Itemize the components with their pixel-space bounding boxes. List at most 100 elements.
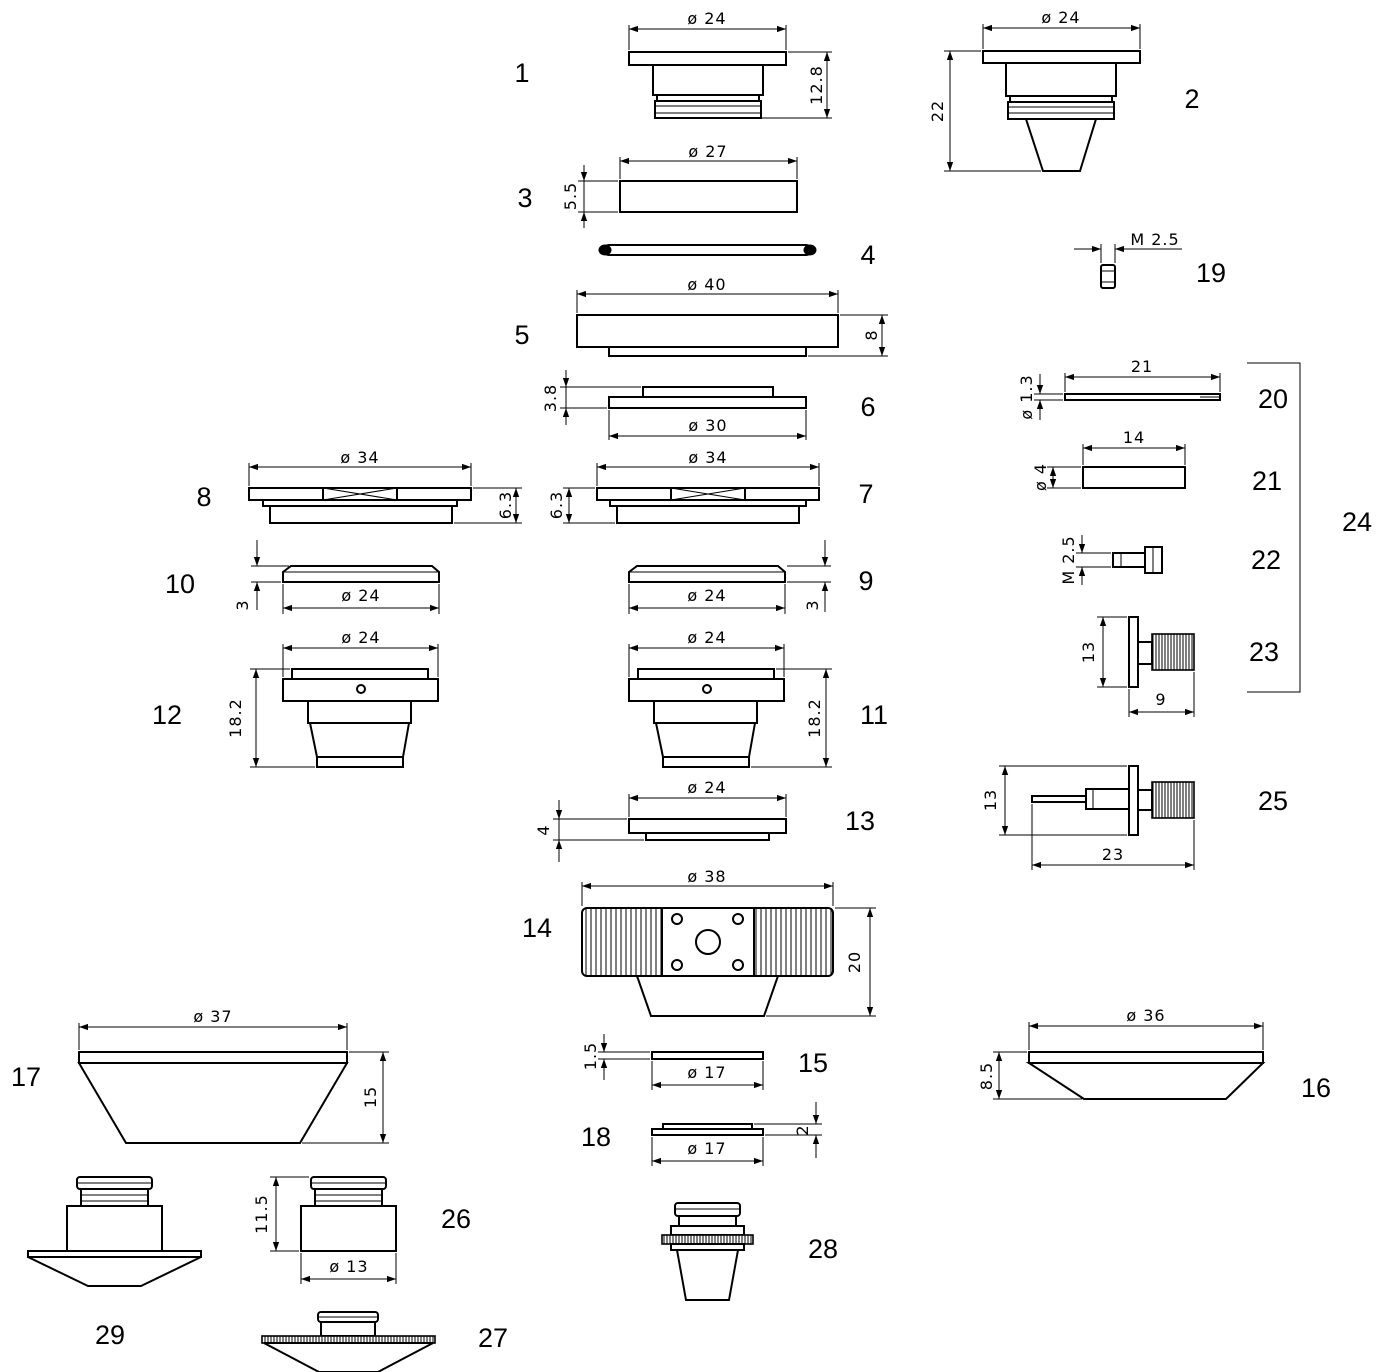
part-label-6: 6 xyxy=(860,392,875,422)
part-8-diameter: ø 34 xyxy=(340,448,379,467)
part-4 xyxy=(598,244,817,256)
part-3-height: 5.5 xyxy=(561,182,580,210)
part-3: ø 27 5.5 xyxy=(561,142,798,228)
part-21-length: 14 xyxy=(1123,428,1145,447)
part-1-diameter: ø 24 xyxy=(687,9,726,28)
part-label-14: 14 xyxy=(522,913,552,943)
set-24-bracket xyxy=(1247,362,1301,693)
part-20-diameter: ø 1.3 xyxy=(1017,374,1036,419)
part-25-width: 23 xyxy=(1102,845,1124,864)
part-26-height: 11.5 xyxy=(252,1194,271,1234)
part-15-diameter: ø 17 xyxy=(687,1063,726,1082)
part-17-height: 15 xyxy=(361,1086,380,1108)
part-18-height: 2 xyxy=(793,1124,812,1135)
part-7-diameter: ø 34 xyxy=(688,448,727,467)
part-7: ø 34 6.3 xyxy=(547,448,820,524)
part-10-height: 3 xyxy=(233,599,252,610)
part-8-height: 6.3 xyxy=(496,491,515,519)
part-12-diameter: ø 24 xyxy=(341,628,380,647)
part-3-diameter: ø 27 xyxy=(688,142,727,161)
part-18: 2 ø 17 xyxy=(651,1102,822,1166)
part-22: M 2.5 xyxy=(1059,535,1163,585)
part-16: ø 36 8.5 xyxy=(977,1006,1266,1100)
part-19-thread: M 2.5 xyxy=(1130,230,1179,249)
part-19: M 2.5 xyxy=(1074,230,1182,289)
part-6-height: 3.8 xyxy=(541,384,560,412)
part-label-5: 5 xyxy=(514,320,529,350)
part-14: ø 38 20 xyxy=(581,867,876,1017)
part-label-3: 3 xyxy=(517,183,532,213)
part-9-height: 3 xyxy=(803,599,822,610)
part-5-height: 8 xyxy=(862,329,881,340)
part-13: ø 24 4 xyxy=(534,778,787,862)
part-27 xyxy=(261,1311,436,1372)
part-29 xyxy=(27,1176,202,1287)
part-label-16: 16 xyxy=(1301,1073,1331,1103)
part-10-diameter: ø 24 xyxy=(341,586,380,605)
part-label-25: 25 xyxy=(1258,786,1288,816)
part-label-10: 10 xyxy=(165,569,195,599)
part-label-15: 15 xyxy=(798,1048,828,1078)
part-label-27: 27 xyxy=(478,1323,508,1353)
part-9: 3 ø 24 xyxy=(628,540,831,614)
part-2: ø 24 22 xyxy=(928,8,1141,172)
part-label-19: 19 xyxy=(1196,258,1226,288)
part-26-diameter: ø 13 xyxy=(329,1257,368,1276)
part-label-12: 12 xyxy=(152,700,182,730)
part-5-diameter: ø 40 xyxy=(687,275,726,294)
part-6: 3.8 ø 30 xyxy=(541,370,807,440)
part-label-28: 28 xyxy=(808,1234,838,1264)
part-label-2: 2 xyxy=(1184,84,1199,114)
part-2-diameter: ø 24 xyxy=(1041,8,1080,27)
part-1-height: 12.8 xyxy=(807,65,826,105)
part-label-18: 18 xyxy=(581,1122,611,1152)
part-6-diameter: ø 30 xyxy=(688,416,727,435)
part-label-8: 8 xyxy=(196,482,211,512)
part-20-length: 21 xyxy=(1131,357,1153,376)
part-label-17: 17 xyxy=(11,1062,41,1092)
part-12: ø 24 18.2 xyxy=(226,628,439,768)
part-18-diameter: ø 17 xyxy=(687,1139,726,1158)
part-1: ø 24 12.8 xyxy=(628,9,832,119)
part-14-diameter: ø 38 xyxy=(687,867,726,886)
part-7-height: 6.3 xyxy=(547,491,566,519)
part-25-height: 13 xyxy=(981,789,1000,811)
part-5: ø 40 8 xyxy=(576,275,888,357)
part-21: 14 ø 4 xyxy=(1031,428,1186,491)
part-label-22: 22 xyxy=(1251,545,1281,575)
part-label-1: 1 xyxy=(514,58,529,88)
part-23: 13 9 xyxy=(1079,616,1195,717)
part-16-height: 8.5 xyxy=(977,1062,996,1090)
part-28 xyxy=(661,1202,754,1301)
part-17: ø 37 15 xyxy=(77,1007,389,1144)
part-label-26: 26 xyxy=(441,1204,471,1234)
part-8: ø 34 6.3 xyxy=(248,448,522,524)
part-25: 13 23 xyxy=(981,765,1195,870)
part-label-29: 29 xyxy=(95,1320,125,1350)
part-13-diameter: ø 24 xyxy=(687,778,726,797)
part-14-height: 20 xyxy=(845,951,864,973)
part-17-diameter: ø 37 xyxy=(193,1007,232,1026)
part-15-height: 1.5 xyxy=(581,1042,600,1070)
part-label-20: 20 xyxy=(1258,384,1288,414)
part-23-width: 9 xyxy=(1155,690,1166,709)
part-11: ø 24 18.2 xyxy=(628,628,832,768)
part-label-7: 7 xyxy=(858,479,873,509)
part-16-diameter: ø 36 xyxy=(1126,1006,1165,1025)
part-2-height: 22 xyxy=(928,100,947,122)
part-26: 11.5 ø 13 xyxy=(252,1176,397,1284)
part-label-24: 24 xyxy=(1342,507,1372,537)
part-label-21: 21 xyxy=(1252,466,1282,496)
part-22-thread: M 2.5 xyxy=(1059,535,1078,584)
part-23-height: 13 xyxy=(1079,641,1098,663)
part-label-11: 11 xyxy=(860,700,888,730)
part-9-diameter: ø 24 xyxy=(687,586,726,605)
part-12-height: 18.2 xyxy=(226,698,245,738)
part-20: 21 ø 1.3 xyxy=(1017,357,1221,420)
part-11-height: 18.2 xyxy=(805,698,824,738)
part-label-13: 13 xyxy=(845,806,875,836)
part-label-23: 23 xyxy=(1249,637,1279,667)
part-10: 3 ø 24 xyxy=(233,540,440,614)
part-21-diameter: ø 4 xyxy=(1031,463,1050,491)
